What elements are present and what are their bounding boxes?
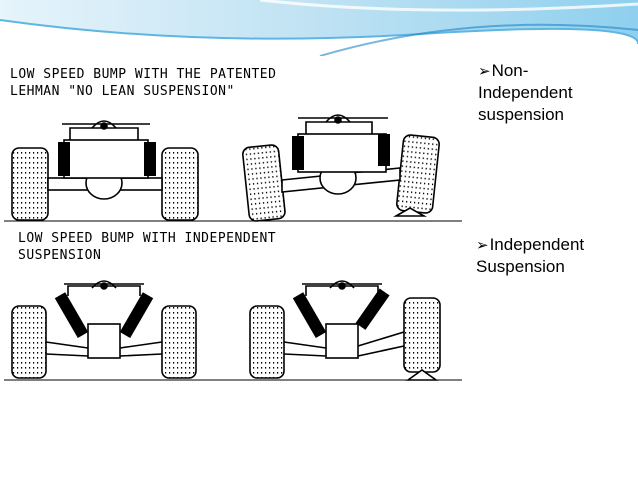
vehicle-top-right bbox=[242, 114, 440, 222]
vehicle-bottom-left bbox=[11, 280, 197, 379]
suspension-diagram: LOW SPEED BUMP WITH THE PATENTED LEHMAN … bbox=[4, 67, 462, 381]
bullet-1-line2: Independent bbox=[478, 83, 573, 102]
top-caption-line1: LOW SPEED BUMP WITH THE PATENTED bbox=[10, 67, 276, 82]
bullet-independent: ➢Independent Suspension bbox=[476, 234, 584, 278]
vehicle-top-left bbox=[11, 120, 199, 221]
bullet-2-line2: Suspension bbox=[476, 257, 565, 276]
vehicle-bottom-right bbox=[249, 280, 441, 381]
top-caption-line2: LEHMAN "NO LEAN SUSPENSION" bbox=[10, 84, 235, 99]
arrow-bullet-icon: ➢ bbox=[476, 236, 489, 254]
bullet-1-line3: suspension bbox=[478, 105, 565, 124]
header-banner bbox=[0, 0, 638, 56]
bottom-caption-line2: SUSPENSION bbox=[18, 248, 101, 263]
arrow-bullet-icon: ➢ bbox=[478, 62, 491, 80]
bullet-2-line1: Independent bbox=[489, 235, 585, 254]
bottom-caption-line1: LOW SPEED BUMP WITH INDEPENDENT bbox=[18, 231, 276, 246]
bullet-1-line1: Non- bbox=[491, 61, 529, 80]
bullet-non-independent: ➢Non- Independent suspension bbox=[478, 60, 573, 126]
